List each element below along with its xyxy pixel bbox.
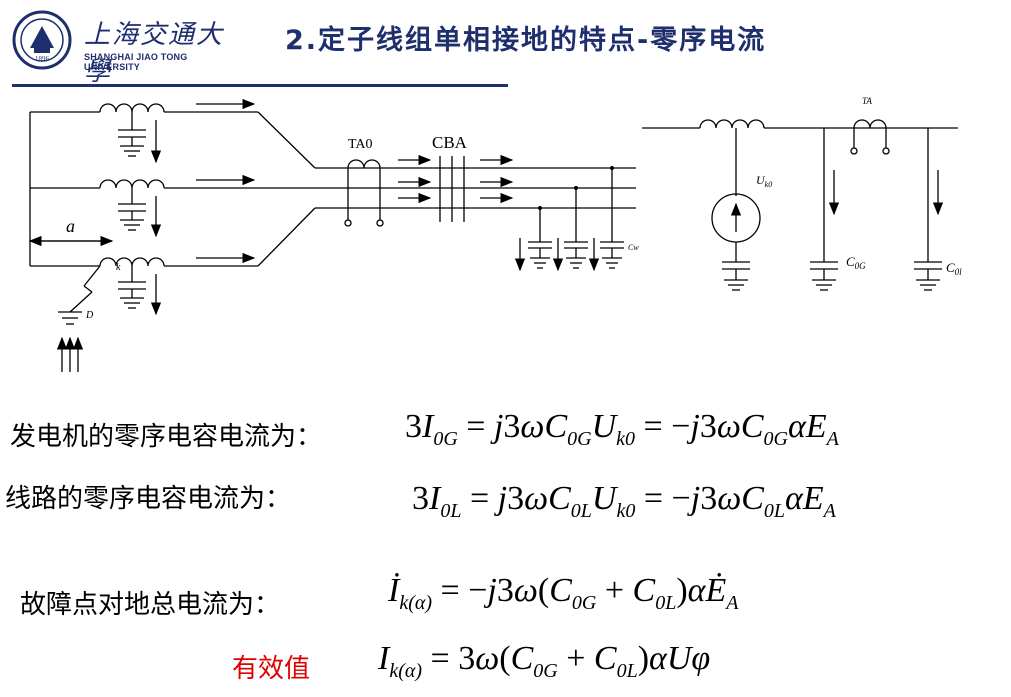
generator-current-label: 发电机的零序电容电流为： bbox=[10, 422, 323, 452]
svg-text:1896: 1896 bbox=[35, 55, 50, 63]
svg-text:C0G: C0G bbox=[846, 254, 866, 271]
label-k: k bbox=[116, 262, 121, 273]
label-uk0: U bbox=[756, 173, 766, 187]
label-c0g-sub: 0G bbox=[855, 261, 867, 271]
svg-text:Uk0: Uk0 bbox=[756, 173, 772, 189]
slide-title: 2.定子线组单相接地的特点-零序电流 bbox=[285, 25, 767, 56]
label-d: D bbox=[85, 310, 94, 321]
title-underline bbox=[12, 84, 508, 87]
generator-circuit-diagram: TA0 CBA a k D Cw bbox=[28, 98, 639, 372]
label-cba: CBA bbox=[432, 133, 468, 152]
university-seal-icon: 1896 bbox=[12, 10, 72, 70]
university-logo: 1896 上海交通大學 SHANGHAI JIAO TONG UNIVERSIT… bbox=[12, 10, 240, 87]
generator-current-equation: 3I0G = j3ωC0GUk0 = −j3ωC0GαEA bbox=[405, 408, 839, 450]
label-ta: TA bbox=[862, 96, 872, 106]
logo-chinese-name: 上海交通大學 bbox=[84, 20, 225, 87]
label-a: a bbox=[66, 216, 75, 236]
line-current-label: 线路的零序电容电流为： bbox=[5, 484, 292, 514]
logo-english-name: SHANGHAI JIAO TONG UNIVERSITY bbox=[84, 52, 188, 72]
label-c0g: C bbox=[846, 254, 855, 269]
label-cw: Cw bbox=[628, 243, 639, 252]
rms-equation: Ik(α) = 3ω(C0G + C0L)αUφ bbox=[378, 640, 711, 682]
label-c0l-sub: 0l bbox=[955, 267, 963, 277]
label-uk0-sub: k0 bbox=[765, 180, 773, 189]
fault-current-label: 故障点对地总电流为： bbox=[20, 590, 281, 620]
fault-current-equation: İk(α) = −j3ω(C0G + C0L)αĖA bbox=[388, 572, 739, 614]
svg-text:C0l: C0l bbox=[946, 260, 962, 277]
rms-label: 有效值 bbox=[232, 654, 311, 684]
line-current-equation: 3I0L = j3ωC0LUk0 = −j3ωC0LαEA bbox=[412, 480, 836, 522]
equivalent-circuit-diagram: TA Uk0 C0G C0l bbox=[642, 96, 962, 291]
label-ta0: TA0 bbox=[348, 137, 373, 152]
label-c0l: C bbox=[946, 260, 955, 275]
